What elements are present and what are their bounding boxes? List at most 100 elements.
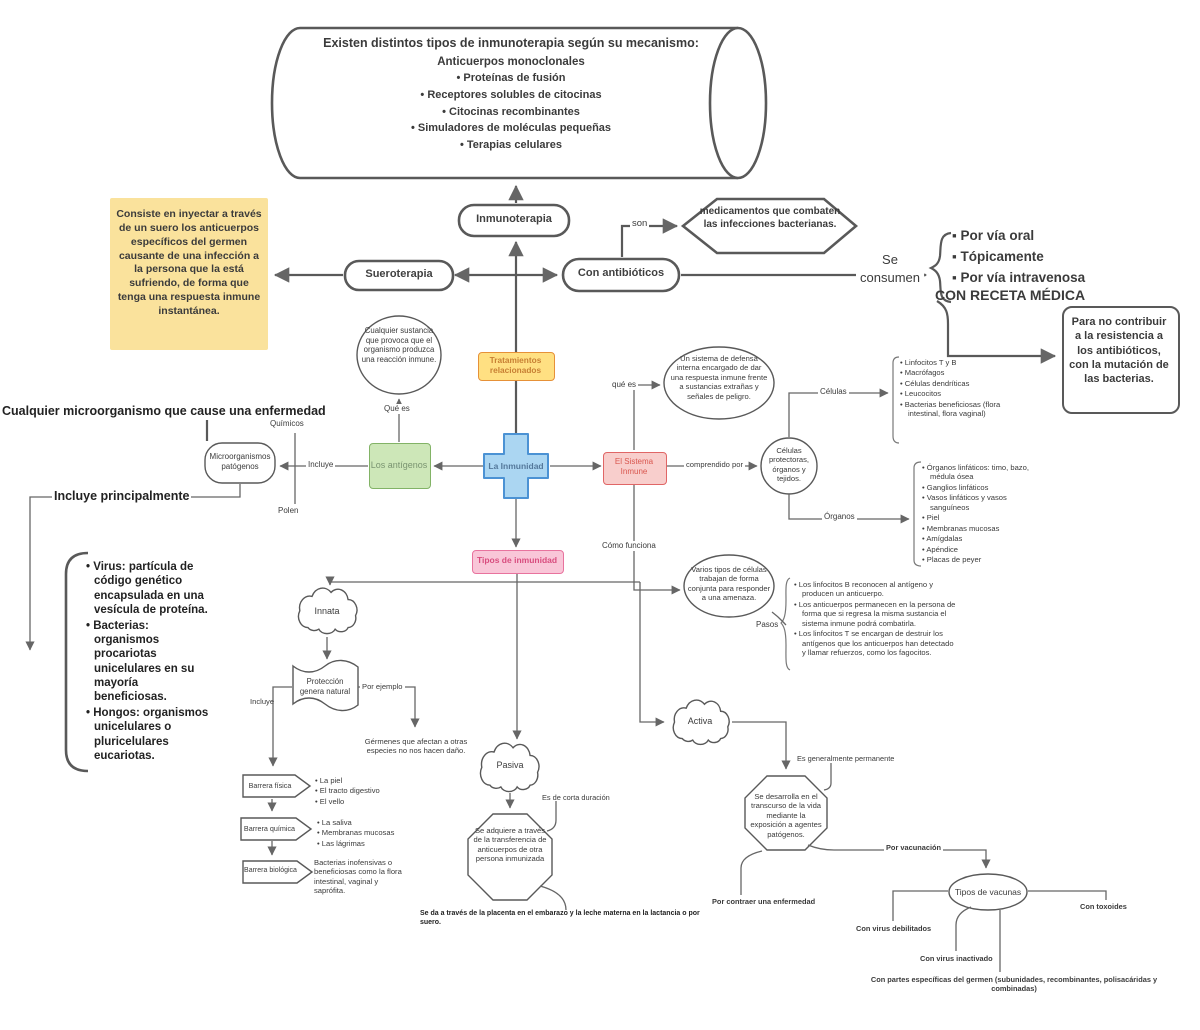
list-item: La saliva xyxy=(317,818,427,827)
corta-duracion-label: Es de corta duración xyxy=(542,793,610,802)
hexagon-shape xyxy=(680,197,859,255)
incluye-label: Incluye xyxy=(306,460,336,470)
antigenos-box xyxy=(369,443,431,489)
list-item: Amígdalas xyxy=(922,534,1032,543)
tratamientos-box xyxy=(478,352,555,381)
activa-octagon xyxy=(744,775,828,851)
que-es2-label: qué es xyxy=(610,380,639,390)
list-item: Leucocitos xyxy=(900,389,1004,398)
sticky-note-text: Consiste en inyectar a través de un suer… xyxy=(116,208,262,318)
list-item: Las lágrimas xyxy=(317,839,427,848)
list-item: Órganos linfáticos: timo, bazo, médula ó… xyxy=(922,463,1032,482)
steps-list: Los linfocitos B reconocen al antígeno y… xyxy=(794,580,956,659)
funcionamiento-text: Varios tipos de células trabajan de form… xyxy=(687,565,771,603)
list-item: Membranas mucosas xyxy=(317,828,427,837)
microorganismos-label: Microorganismos patógenos xyxy=(209,452,271,471)
tipos-vacunas-label: Tipos de vacunas xyxy=(954,887,1022,897)
list-item: Vasos linfáticos y vasos sanguíneos xyxy=(922,493,1032,512)
list-item: Ganglios linfáticos xyxy=(922,483,1032,492)
list-item: Placas de peyer xyxy=(922,555,1032,564)
inmunoterapia-label: Inmunoterapia xyxy=(476,213,552,225)
sueroterapia-shape xyxy=(343,259,455,292)
list-item: Apéndice xyxy=(922,545,1032,554)
tratamientos-label: Tratamientos relacionados xyxy=(489,355,542,376)
comprendido-por-label: comprendido por xyxy=(684,460,745,470)
activa-cloud xyxy=(673,700,729,744)
placenta-text: Se da a través de la placenta en el emba… xyxy=(420,910,700,926)
banner-subtitle: Anticuerpos monoclonales xyxy=(437,55,585,68)
micro-title: Cualquier microorganismo que cause una e… xyxy=(2,404,326,418)
receta-label: CON RECETA MÉDICA xyxy=(935,287,1086,303)
cells-bracket xyxy=(892,356,900,444)
con-toxoides-label: Con toxoides xyxy=(1080,902,1127,911)
list-item: Membranas mucosas xyxy=(922,524,1032,533)
incluye2-label: Incluye xyxy=(250,697,275,706)
funcionamiento-shape xyxy=(683,554,775,618)
vias-list: Por vía oralTópicamentePor vía intraveno… xyxy=(952,228,1102,291)
system-definition: Un sistema de defensa interna encargado … xyxy=(670,354,768,401)
microorganismos-shape xyxy=(204,442,276,484)
list-item: Por vía intravenosa xyxy=(952,270,1102,287)
antigenos-label: Los antígenos xyxy=(370,460,428,470)
incluye-principalmente-label: Incluye principalmente xyxy=(52,489,192,505)
list-item: Los anticuerpos permanecen en la persona… xyxy=(794,600,956,628)
inmunidad-label: La Inmunidad xyxy=(488,461,544,471)
sistema-label: El Sistema Inmune xyxy=(614,457,654,476)
germenes-text: Gérmenes que afectan a otras especies no… xyxy=(364,737,468,756)
banner-bullet-list: Proteínas de fusiónReceptores solubles d… xyxy=(292,72,730,153)
receta-reason-text: Para no contribuir a la resistencia a lo… xyxy=(1069,316,1169,386)
list-item: Simuladores de moléculas pequeñas xyxy=(292,122,730,136)
barrera-quimica-label: Barrera química xyxy=(243,824,296,833)
componentes-text: Células protectoras, órganos y tejidos. xyxy=(768,446,810,484)
barrera-biologica-shape xyxy=(242,860,314,884)
hexagon-text: medicamentos que combaten las infeccione… xyxy=(699,206,841,230)
pasiva-label: Pasiva xyxy=(496,760,524,770)
pasiva-definicion: Se adquiere a través de la transferencia… xyxy=(473,826,547,864)
con-debilitados-label: Con virus debilitados xyxy=(856,924,932,933)
que-es-label: Qué es xyxy=(382,404,412,414)
antigen-definition-shape xyxy=(356,315,442,395)
barrera-quimica-list: La salivaMembranas mucosasLas lágrimas xyxy=(317,818,427,849)
list-item: Bacterias beneficiosas (flora intestinal… xyxy=(900,400,1004,419)
innata-cloud xyxy=(299,588,357,633)
list-item: El tracto digestivo xyxy=(315,786,415,795)
banner-text: Existen distintos tipos de inmunoterapia… xyxy=(292,36,730,156)
por-contraer-label: Por contraer una enfermedad xyxy=(712,897,816,906)
steps-bracket xyxy=(780,577,791,671)
list-item: Linfocitos T y B xyxy=(900,358,1004,367)
barrera-biologica-text: Bacterias inofensivas o beneficiosas com… xyxy=(314,858,402,896)
list-item: Hongos: organismos unicelulares o pluric… xyxy=(86,706,214,764)
tipos-vacunas-shape xyxy=(948,873,1028,911)
barrera-quimica-shape xyxy=(240,817,313,841)
por-vacunacion-label: Por vacunación xyxy=(884,843,944,853)
sueroterapia-label: Sueroterapia xyxy=(365,268,433,280)
pasos-label: Pasos xyxy=(756,620,779,629)
proteccion-text: Protección genera natural xyxy=(299,677,351,696)
barrera-biologica-label: Barrera biológica xyxy=(244,867,297,874)
con-partes-label: Con partes específicas del germen (subun… xyxy=(870,975,1158,994)
list-item: Por vía oral xyxy=(952,228,1102,245)
barrera-fisica-label: Barrera física xyxy=(248,781,292,790)
activa-label: Activa xyxy=(687,716,713,726)
list-item: Virus: partícula de código genético enca… xyxy=(86,560,214,618)
list-item: Piel xyxy=(922,513,1032,522)
list-item: El vello xyxy=(315,797,415,806)
con-inactivado-label: Con virus inactivado xyxy=(920,954,993,963)
quimicos-label: Químicos xyxy=(270,419,304,428)
inmunoterapia-shape xyxy=(457,203,571,238)
tipos-inmunidad-box xyxy=(472,550,564,574)
vias-brace xyxy=(928,231,952,304)
pasiva-octagon xyxy=(467,813,553,901)
polen-label: Polen xyxy=(278,506,299,515)
list-item: Terapias celulares xyxy=(292,139,730,153)
innata-label: Innata xyxy=(314,606,340,616)
permanente-label: Es generalmente permanente xyxy=(797,754,895,763)
se-consumen-label: Se consumen xyxy=(856,251,924,287)
list-item: Receptores solubles de citocinas xyxy=(292,89,730,103)
sistema-box xyxy=(603,452,667,485)
pasiva-cloud xyxy=(481,743,539,791)
banner-title: Existen distintos tipos de inmunoterapia… xyxy=(323,36,699,50)
son-label: son xyxy=(630,218,650,230)
list-item: Bacterias: organismos procariotas unicel… xyxy=(86,619,214,705)
